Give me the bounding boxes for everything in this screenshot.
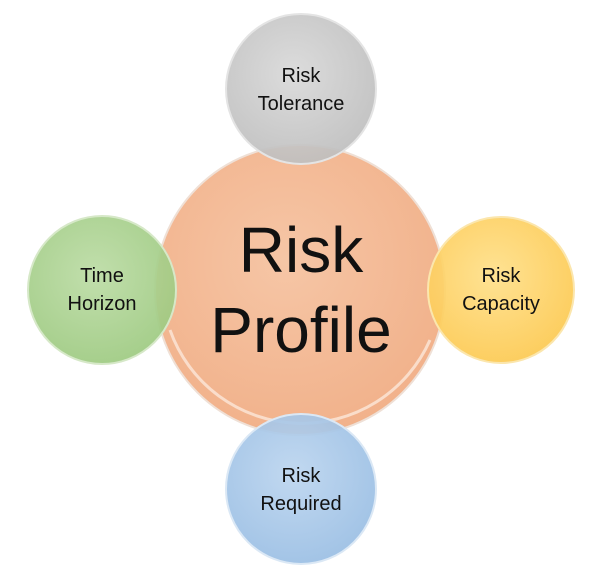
risk-tolerance-label-line-1: Risk <box>282 65 322 87</box>
risk-required-circle <box>225 413 377 565</box>
risk-capacity-circle <box>427 216 575 364</box>
risk-tolerance-circle <box>225 13 377 165</box>
node-risk-capacity: Risk Capacity <box>427 216 575 364</box>
time-horizon-circle <box>27 215 177 365</box>
risk-required-label-line-2: Required <box>260 493 341 515</box>
time-horizon-label-line-2: Horizon <box>68 293 137 315</box>
center-label-line-2: Profile <box>210 294 391 366</box>
risk-tolerance-label-line-2: Tolerance <box>258 93 345 115</box>
risk-capacity-label-line-2: Capacity <box>462 293 540 315</box>
risk-capacity-label-line-1: Risk <box>482 265 522 287</box>
center-node-risk-profile: Risk Profile <box>154 144 446 436</box>
risk-required-label-line-1: Risk <box>282 465 322 487</box>
node-time-horizon: Time Horizon <box>27 215 177 365</box>
center-label-line-1: Risk <box>239 214 364 286</box>
time-horizon-label-line-1: Time <box>80 265 124 287</box>
node-risk-required: Risk Required <box>225 413 377 565</box>
node-risk-tolerance: Risk Tolerance <box>225 13 377 165</box>
center-circle <box>154 144 446 436</box>
